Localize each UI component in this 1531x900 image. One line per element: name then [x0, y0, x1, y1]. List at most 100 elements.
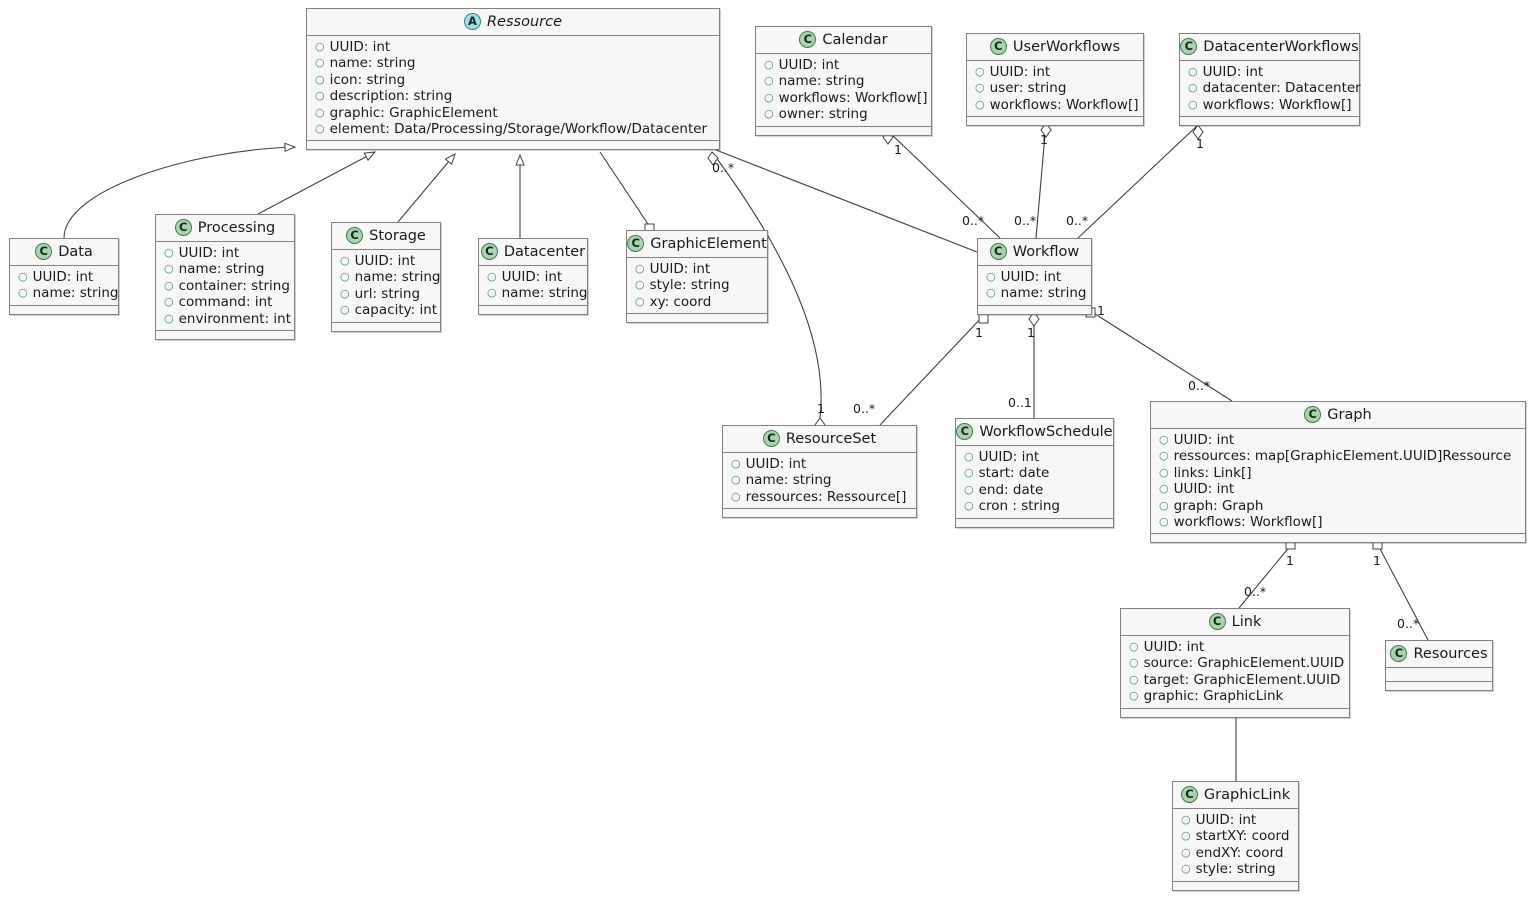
methods-graphicelement: [627, 314, 767, 323]
m-userworkflows-workflow-1: 1: [1040, 132, 1048, 147]
m-workflow-schedule-1: 1: [1027, 325, 1035, 340]
attributes-ressource: ○UUID: int○name: string○icon: string○des…: [307, 36, 719, 142]
class-name-calendar: Calendar: [822, 31, 888, 48]
visibility-public-icon: ○: [764, 58, 774, 71]
class-icon: C: [1304, 406, 1322, 423]
visibility-public-icon: ○: [964, 482, 974, 496]
attribute-text: owner: string: [778, 106, 868, 123]
attribute-row: ○capacity: int: [340, 302, 437, 318]
attributes-resourceset: ○UUID: int○name: string○ressources: Ress…: [723, 453, 916, 510]
attribute-text: xy: coord: [649, 293, 712, 310]
attribute-text: UUID: int: [1195, 812, 1257, 828]
attribute-text: UUID: int: [501, 269, 563, 285]
m-graph-workflow-star: 0..*: [1188, 378, 1211, 393]
methods-data: [10, 305, 118, 314]
m-schedule-workflow-01: 0..1: [1008, 395, 1032, 410]
m-resources-graph-star: 0..*: [1397, 616, 1420, 631]
methods-resources: [1386, 682, 1492, 690]
class-icon: C: [989, 243, 1007, 260]
attribute-text: workflows: Workflow[]: [778, 89, 928, 106]
attribute-text: workflows: Workflow[]: [989, 96, 1139, 113]
methods-ressource: [307, 141, 719, 150]
visibility-public-icon: ○: [1159, 482, 1169, 496]
attribute-text: UUID: int: [649, 261, 711, 277]
attribute-text: container: string: [178, 277, 290, 294]
attributes-link: ○UUID: int○source: GraphicElement.UUID○t…: [1121, 636, 1349, 709]
attribute-row: ○links: Link[]: [1159, 465, 1517, 481]
attribute-row: ○UUID: int: [315, 39, 711, 55]
class-icon: C: [174, 219, 192, 236]
attribute-text: workflows: Workflow[]: [1173, 514, 1323, 531]
visibility-public-icon: ○: [635, 262, 645, 275]
attribute-text: UUID: int: [32, 269, 94, 285]
abstract-class-icon: A: [463, 13, 481, 30]
visibility-public-icon: ○: [635, 294, 645, 308]
attribute-row: ○UUID: int: [487, 269, 579, 285]
visibility-public-icon: ○: [1129, 689, 1139, 703]
attributes-data: ○UUID: int○name: string: [10, 266, 119, 306]
attribute-text: startXY: coord: [1195, 828, 1290, 845]
visibility-public-icon: ○: [975, 97, 985, 111]
methods-graphiclink: [1173, 881, 1298, 890]
visibility-public-icon: ○: [975, 81, 985, 95]
class-icon: C: [956, 423, 974, 440]
attribute-text: name: string: [1000, 285, 1087, 302]
attribute-text: ressources: map[GraphicElement.UUID]Ress…: [1173, 448, 1512, 465]
attribute-text: cron : string: [978, 498, 1060, 515]
attribute-row: ○ UUID: int: [635, 261, 759, 277]
visibility-public-icon: ○: [731, 489, 741, 503]
attribute-row: ○endXY: coord: [1181, 845, 1290, 861]
methods-userworkflows: [967, 117, 1143, 126]
visibility-public-icon: ○: [340, 303, 350, 317]
m-workflow-resourceset-1: 1: [975, 325, 983, 340]
methods-calendar: [756, 126, 931, 135]
attribute-text: name: string: [32, 285, 119, 302]
m-ressource-resourceset-star: 0..*: [712, 160, 735, 175]
attribute-row: ○workflows: Workflow[]: [1159, 514, 1517, 530]
attribute-row: ○style: string: [1181, 861, 1290, 877]
class-name-userworkflows: UserWorkflows: [1012, 38, 1121, 55]
class-icon: C: [1180, 786, 1198, 803]
attribute-row: ○UUID: int: [731, 456, 908, 472]
attribute-row: ○end: date: [964, 482, 1105, 498]
class-name-link: Link: [1231, 613, 1262, 630]
attribute-row: ○graphic: GraphicElement: [315, 105, 711, 121]
attribute-text: start: date: [978, 465, 1050, 482]
attribute-row: ○target: GraphicElement.UUID: [1129, 672, 1341, 688]
attribute-row: ○description: string: [315, 88, 711, 104]
attributes-userworkflows: ○UUID: int○user: string○workflows: Workf…: [967, 61, 1143, 118]
attributes-processing: ○UUID: int○name: string○container: strin…: [156, 242, 294, 332]
attribute-row: ○name: string: [731, 472, 908, 488]
class-name-data: Data: [58, 243, 93, 260]
class-icon: C: [627, 235, 645, 252]
attributes-graph: ○UUID: int○ressources: map[GraphicElemen…: [1151, 429, 1525, 535]
attribute-text: UUID: int: [745, 456, 807, 472]
class-icon: C: [1208, 613, 1226, 630]
class-name-resources: Resources: [1413, 645, 1488, 662]
attribute-row: ○source: GraphicElement.UUID: [1129, 655, 1344, 671]
attribute-row: ○name: string: [764, 73, 923, 89]
attribute-row: ○UUID: int: [1181, 812, 1290, 828]
class-name-datacenter: Datacenter: [503, 243, 586, 260]
attributes-datacenterworkflows: ○UUID: int○datacenter: Datacenter○workfl…: [1180, 61, 1361, 118]
visibility-public-icon: ○: [1181, 829, 1191, 843]
